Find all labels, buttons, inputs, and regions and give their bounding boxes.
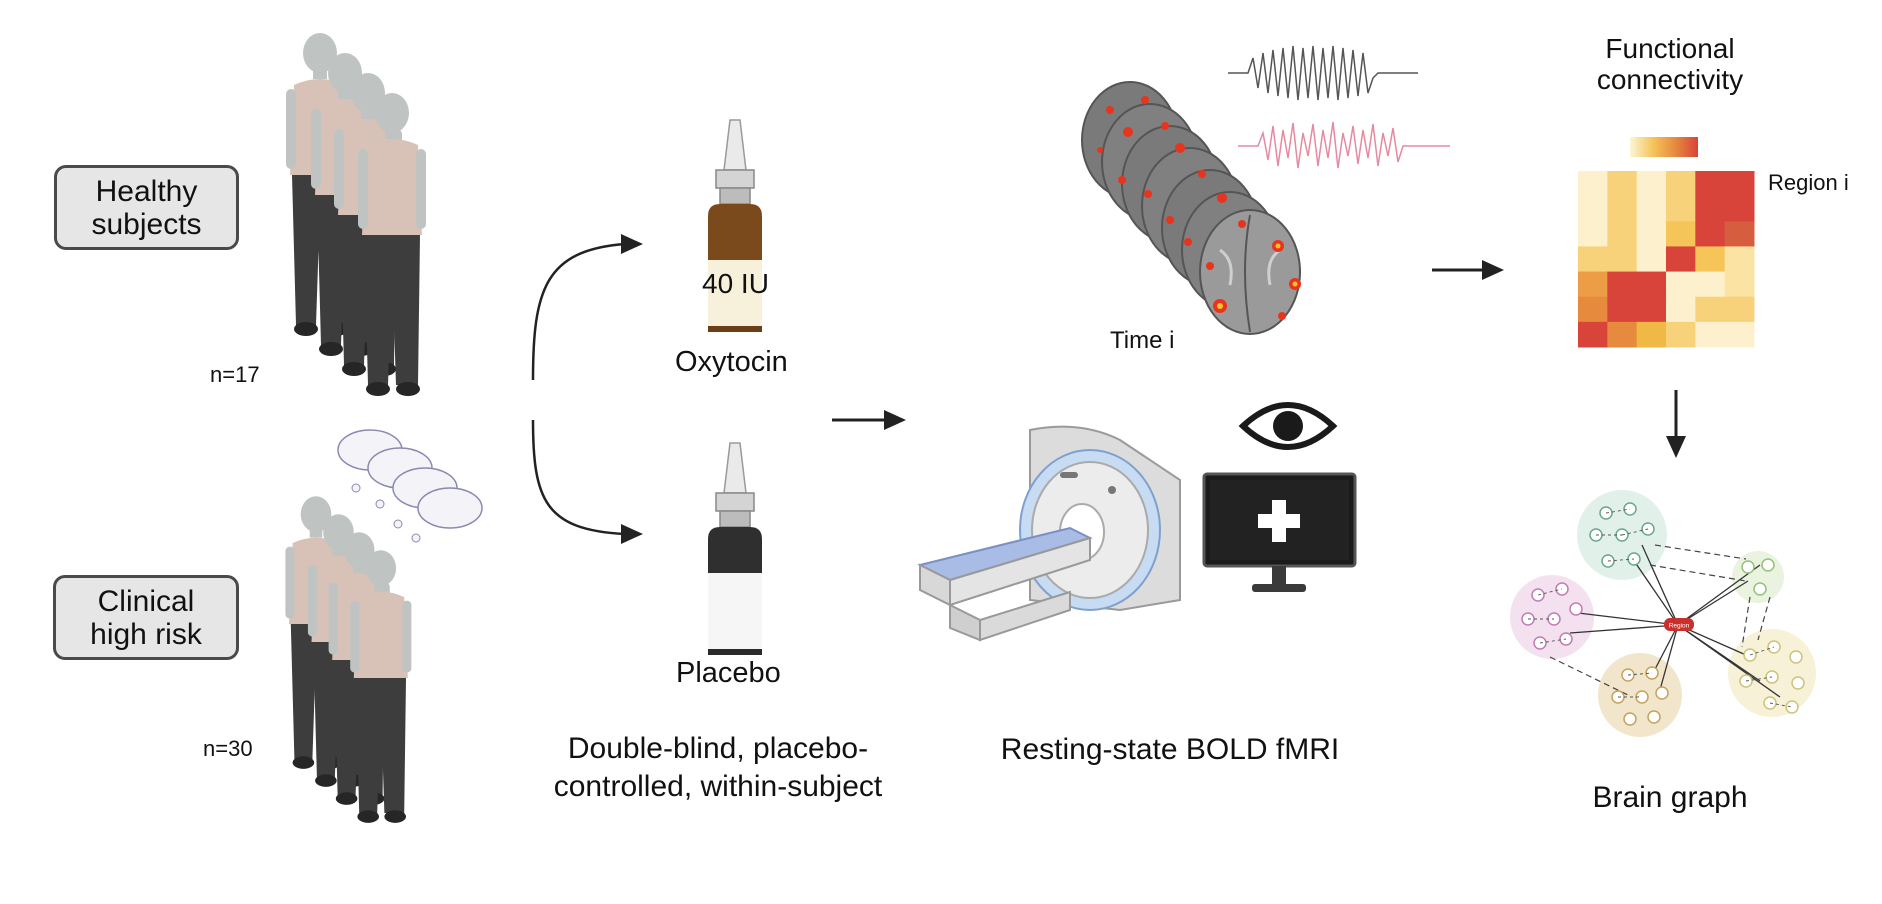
clinical-people-illustration — [285, 429, 483, 823]
matrix-cell — [1695, 246, 1726, 273]
monitor-fixation-cross-icon — [1202, 472, 1357, 592]
imaging-caption: Resting-state BOLD fMRI — [1000, 733, 1340, 766]
matrix-cell — [1578, 246, 1608, 273]
matrix-cell — [1724, 246, 1755, 273]
branch-arrows — [531, 234, 643, 544]
arrow-to-connectivity — [1432, 260, 1504, 280]
matrix-cell — [1666, 221, 1696, 247]
time-label: Time i — [1110, 327, 1175, 354]
matrix-cell — [1666, 246, 1696, 273]
matrix-cell — [1607, 321, 1638, 348]
healthy-people-illustration — [286, 33, 426, 396]
healthy-subjects-label: Healthy subjects — [54, 165, 239, 250]
mri-scanner-icon — [917, 425, 1181, 642]
matrix-cell — [1666, 296, 1696, 323]
healthy-subjects-text: Healthy subjects — [91, 174, 202, 241]
matrix-cell — [1607, 171, 1638, 197]
matrix-cell — [1607, 196, 1638, 222]
eye-icon — [1238, 402, 1338, 450]
arrow-to-brain-graph — [1666, 390, 1686, 458]
matrix-cell — [1578, 321, 1608, 348]
placebo-label: Placebo — [676, 657, 781, 689]
matrix-cell — [1695, 271, 1726, 298]
clinical-n-count: n=30 — [203, 736, 253, 761]
clinical-high-risk-text: Clinical high risk — [90, 584, 202, 651]
brain-graph-caption: Brain graph — [1592, 781, 1748, 814]
matrix-cell — [1695, 221, 1726, 247]
brain-slices-illustration — [1081, 81, 1301, 335]
placebo-bottle-icon — [708, 442, 762, 655]
matrix-cell — [1636, 196, 1667, 222]
matrix-cell — [1695, 321, 1726, 348]
healthy-n-count: n=17 — [210, 362, 260, 387]
study-design-caption: Double-blind, placebo- controlled, withi… — [553, 732, 883, 803]
matrix-cell — [1636, 271, 1667, 298]
region-i-label: Region i — [1768, 170, 1849, 195]
matrix-cell — [1695, 196, 1726, 222]
matrix-cell — [1666, 321, 1696, 348]
bold-signal-waves — [1228, 45, 1450, 169]
matrix-cell — [1666, 196, 1696, 222]
matrix-cell — [1607, 221, 1638, 247]
arrow-to-imaging — [832, 410, 906, 430]
thought-clouds-icon — [337, 429, 483, 543]
oxytocin-bottle-icon — [708, 119, 762, 332]
matrix-cell — [1695, 171, 1726, 197]
matrix-cell — [1636, 221, 1667, 247]
matrix-cell — [1578, 296, 1608, 323]
oxytocin-dose-label: 40 IU — [702, 268, 769, 299]
matrix-cell — [1724, 196, 1755, 222]
matrix-cell — [1578, 221, 1608, 247]
hub-region-label: Region — [1669, 623, 1690, 630]
matrix-cell — [1666, 271, 1696, 298]
matrix-cell — [1724, 221, 1755, 247]
matrix-cell — [1724, 321, 1755, 348]
brain-graph-network: Region — [1510, 490, 1816, 737]
matrix-cell — [1578, 271, 1608, 298]
matrix-cell — [1607, 296, 1638, 323]
matrix-cell — [1724, 296, 1755, 323]
matrix-cell — [1666, 171, 1696, 197]
matrix-cell — [1636, 246, 1667, 273]
matrix-cell — [1636, 296, 1667, 323]
color-scale-bar — [1630, 137, 1698, 157]
matrix-cell — [1578, 196, 1608, 222]
matrix-cell — [1578, 171, 1608, 197]
functional-connectivity-title: Functional connectivity — [1596, 33, 1744, 95]
hub-region-node: Region — [1664, 618, 1694, 631]
matrix-cell — [1724, 271, 1755, 298]
matrix-cell — [1636, 171, 1667, 197]
matrix-cell — [1695, 296, 1726, 323]
matrix-cell — [1607, 246, 1638, 273]
connectivity-matrix — [1578, 171, 1755, 348]
matrix-cell — [1636, 321, 1667, 348]
matrix-cell — [1724, 171, 1755, 197]
oxytocin-label: Oxytocin — [675, 346, 788, 378]
matrix-cell — [1607, 271, 1638, 298]
clinical-high-risk-label: Clinical high risk — [53, 575, 239, 660]
